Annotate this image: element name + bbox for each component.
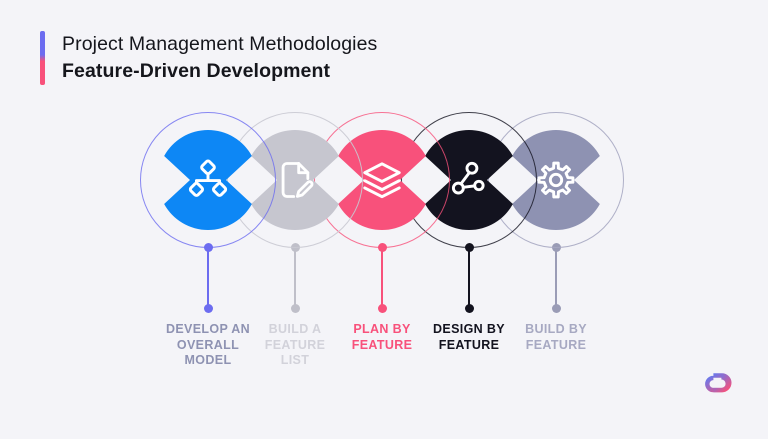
step-5-label: BUILD BY FEATURE	[525, 322, 587, 352]
step-4-badge	[419, 130, 519, 230]
connector-dot-bottom	[551, 304, 561, 313]
layers-icon	[332, 130, 432, 230]
step-3-connector	[377, 243, 387, 313]
flow-step-4[interactable]	[401, 112, 537, 248]
connector-line	[207, 247, 209, 309]
connector-line	[294, 247, 296, 309]
document-edit-icon	[245, 130, 345, 230]
connector-dot-bottom	[464, 304, 474, 313]
flow-step-1[interactable]	[140, 112, 276, 248]
share-nodes-icon	[419, 130, 519, 230]
gear-icon	[506, 130, 606, 230]
step-5-badge	[506, 130, 606, 230]
step-3-label: PLAN BY FEATURE	[351, 322, 413, 352]
step-2-label: BUILD A FEATURE LIST	[264, 322, 326, 367]
step-4-connector	[464, 243, 474, 313]
connector-dot-bottom	[290, 304, 300, 313]
step-2-badge	[245, 130, 345, 230]
step-4-label: DESIGN BY FEATURE	[433, 322, 505, 352]
connector-line	[555, 247, 557, 309]
brand-logo[interactable]	[701, 369, 741, 409]
page-eyebrow: Project Management Methodologies	[62, 33, 378, 55]
connector-dot-bottom	[203, 304, 213, 313]
step-5-connector	[551, 243, 561, 313]
accent-bar	[40, 31, 45, 85]
connector-line	[381, 247, 383, 309]
step-2-connector	[290, 243, 300, 313]
page-title: Feature-Driven Development	[62, 60, 331, 82]
flow-step-5[interactable]	[488, 112, 624, 248]
header-titles: Project Management Methodologies Feature…	[62, 31, 377, 85]
step-1-ring	[140, 112, 276, 248]
step-1-label: DEVELOP AN OVERALL MODEL	[165, 322, 251, 367]
hierarchy-icon	[158, 130, 258, 230]
flow-step-2[interactable]	[227, 112, 363, 248]
header: Project Management Methodologies Feature…	[40, 31, 377, 85]
connector-line	[468, 247, 470, 309]
connector-dot-bottom	[377, 304, 387, 313]
step-1-connector	[203, 243, 213, 313]
